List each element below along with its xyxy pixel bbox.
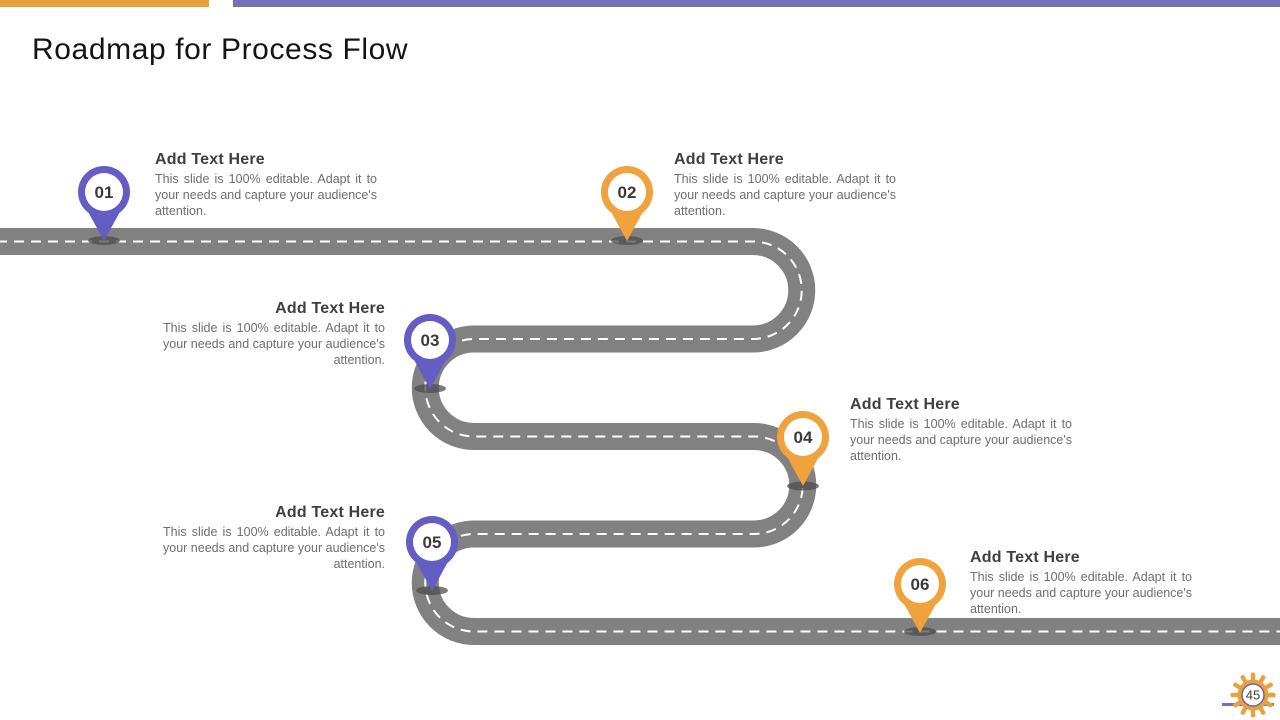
milestone-note-03[interactable]: Add Text Here This slide is 100% editabl… xyxy=(163,300,385,368)
pin-number: 05 xyxy=(423,533,442,552)
note-body: This slide is 100% editable. Adapt it to… xyxy=(163,525,385,571)
pin-tail xyxy=(86,208,122,241)
pin-tail xyxy=(414,558,450,591)
slide-title[interactable]: Roadmap for Process Flow xyxy=(32,33,409,66)
page-number-badge: 45 xyxy=(1230,672,1276,718)
milestone-note-01[interactable]: Add Text Here This slide is 100% editabl… xyxy=(155,151,377,219)
milestone-note-05[interactable]: Add Text Here This slide is 100% editabl… xyxy=(163,504,385,572)
note-body: This slide is 100% editable. Adapt it to… xyxy=(970,570,1192,616)
pin-number: 06 xyxy=(911,575,930,594)
milestone-note-06[interactable]: Add Text Here This slide is 100% editabl… xyxy=(970,549,1192,617)
milestone-pin-02[interactable]: 02 xyxy=(597,164,657,244)
pin-inner-circle xyxy=(411,321,449,359)
milestone-pin-03[interactable]: 03 xyxy=(400,312,460,392)
pin-inner-circle xyxy=(901,565,939,603)
pin-inner-circle xyxy=(85,173,123,211)
note-heading: Add Text Here xyxy=(155,151,265,168)
milestone-note-02[interactable]: Add Text Here This slide is 100% editabl… xyxy=(674,151,896,219)
milestone-pin-05[interactable]: 05 xyxy=(402,514,462,594)
note-heading: Add Text Here xyxy=(275,504,385,521)
pin-number: 02 xyxy=(618,183,637,202)
note-heading: Add Text Here xyxy=(970,549,1080,566)
pin-tail xyxy=(902,600,938,633)
pin-number: 04 xyxy=(794,428,813,447)
note-body: This slide is 100% editable. Adapt it to… xyxy=(163,321,385,367)
note-heading: Add Text Here xyxy=(275,300,385,317)
milestone-pin-04[interactable]: 04 xyxy=(773,409,833,489)
note-heading: Add Text Here xyxy=(674,151,784,168)
note-body: This slide is 100% editable. Adapt it to… xyxy=(674,172,896,218)
milestone-pin-06[interactable]: 06 xyxy=(890,556,950,636)
pin-tail xyxy=(785,453,821,486)
pin-inner-circle xyxy=(608,173,646,211)
page-number: 45 xyxy=(1246,688,1260,703)
top-accent-bar-orange xyxy=(0,0,209,7)
pin-number: 01 xyxy=(95,183,114,202)
road-center-line xyxy=(0,240,1280,633)
pin-number: 03 xyxy=(421,331,440,350)
pin-tail xyxy=(609,208,645,241)
note-heading: Add Text Here xyxy=(850,396,960,413)
milestone-note-04[interactable]: Add Text Here This slide is 100% editabl… xyxy=(850,396,1072,464)
pin-inner-circle xyxy=(784,418,822,456)
milestone-pin-01[interactable]: 01 xyxy=(74,164,134,244)
top-accent-bar-purple xyxy=(233,0,1280,7)
note-body: This slide is 100% editable. Adapt it to… xyxy=(850,417,1072,463)
page-number-ring xyxy=(1241,683,1265,707)
note-body: This slide is 100% editable. Adapt it to… xyxy=(155,172,377,218)
pin-tail xyxy=(412,356,448,389)
pin-inner-circle xyxy=(413,523,451,561)
